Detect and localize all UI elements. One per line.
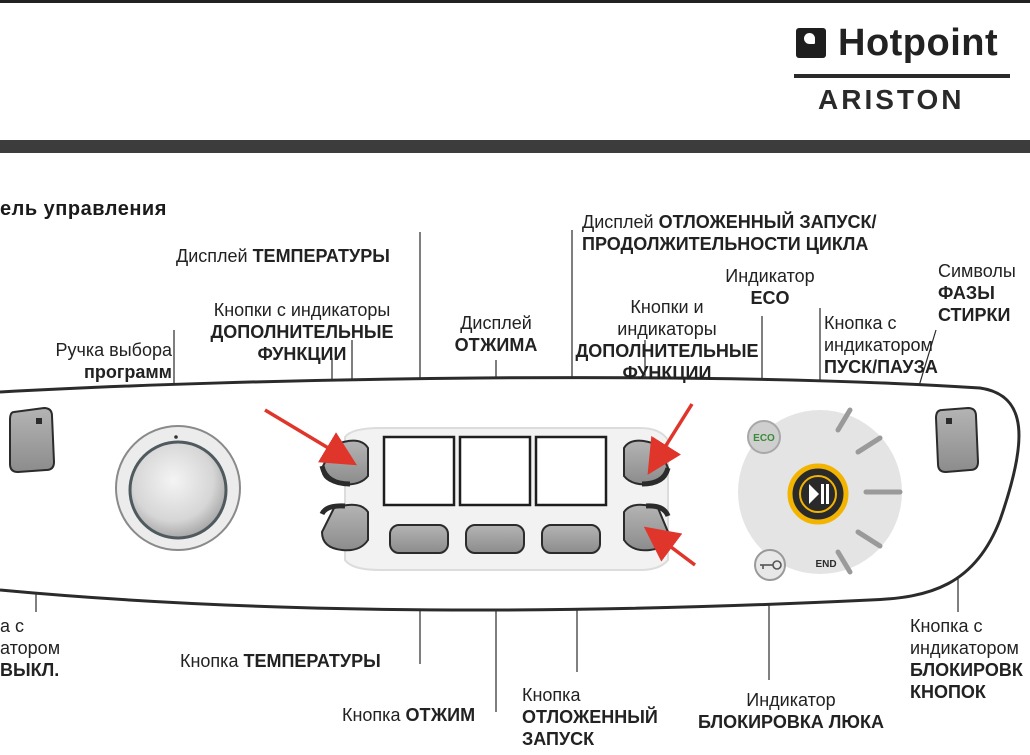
label-start-pause: Кнопка с индикатором ПУСК/ПАУЗА bbox=[824, 313, 938, 377]
temperature-display bbox=[382, 435, 456, 507]
brand-logo: Hotpoint ARISTON bbox=[790, 22, 1015, 117]
option-indicator-left-2 bbox=[319, 503, 346, 516]
temperature-button[interactable] bbox=[389, 524, 449, 554]
option-indicator-left-1 bbox=[319, 465, 351, 487]
brand-divider bbox=[794, 74, 1010, 78]
label-delay-display: Дисплей ОТЛОЖЕННЫЙ ЗАПУСК/ ПРОДОЛЖИТЕЛЬН… bbox=[582, 212, 877, 254]
spin-display bbox=[458, 435, 532, 507]
highlight-arrows bbox=[264, 403, 697, 567]
label-spin-display: Дисплей ОТЖИМА bbox=[454, 313, 538, 355]
label-delay-button: Кнопка ОТЛОЖЕННЫЙ ЗАПУСК bbox=[522, 685, 658, 749]
delay-start-display bbox=[534, 435, 608, 507]
arrow-right-top bbox=[647, 403, 694, 475]
on-off-button[interactable] bbox=[9, 406, 56, 474]
label-on-off: а с атором ВЫКЛ. bbox=[0, 616, 61, 680]
label-eco-indicator: Индикатор ECO bbox=[725, 266, 815, 308]
pause-icon-bar-2 bbox=[826, 484, 829, 504]
hotpoint-logo-icon bbox=[796, 28, 826, 58]
option-button-left-2[interactable] bbox=[320, 503, 369, 552]
end-label: END bbox=[815, 559, 836, 570]
on-off-indicator bbox=[36, 418, 42, 424]
eco-badge-text: ECO bbox=[753, 433, 775, 444]
spin-button[interactable] bbox=[465, 524, 525, 554]
label-temperature-button: Кнопка ТЕМПЕРАТУРЫ bbox=[180, 651, 381, 671]
label-spin-button: Кнопка ОТЖИМ bbox=[342, 705, 476, 725]
start-pause-ring bbox=[799, 475, 837, 513]
play-icon bbox=[809, 484, 819, 504]
option-indicator-right-2 bbox=[645, 503, 671, 518]
label-option-buttons-right: Кнопки и индикаторы ДОПОЛНИТЕЛЬНЫЕ ФУНКЦ… bbox=[575, 297, 759, 383]
top-border bbox=[0, 0, 1030, 3]
eco-indicator bbox=[747, 420, 781, 454]
section-title: ель управления bbox=[0, 198, 167, 220]
label-wash-phases: Символы ФАЗЫ СТИРКИ bbox=[938, 261, 1016, 325]
brand-name-top: Hotpoint bbox=[838, 22, 999, 64]
key-lock-indicator bbox=[946, 418, 952, 424]
program-knob[interactable] bbox=[128, 440, 228, 540]
label-key-lock: Кнопка с индикатором БЛОКИРОВК КНОПОК bbox=[910, 616, 1023, 702]
key-icon bbox=[760, 560, 782, 570]
arrow-right-bottom bbox=[643, 526, 697, 567]
key-lock-button[interactable] bbox=[934, 406, 980, 474]
brand-name-bottom: ARISTON bbox=[818, 84, 965, 115]
header-rule bbox=[0, 140, 1030, 153]
knob-marker bbox=[174, 435, 178, 439]
label-program-knob: Ручка выбора программ bbox=[55, 340, 172, 382]
wash-phase-symbols bbox=[835, 407, 903, 575]
label-door-lock: Индикатор БЛОКИРОВКА ЛЮКА bbox=[698, 690, 884, 732]
delay-start-button[interactable] bbox=[541, 524, 601, 554]
label-temperature-display: Дисплей ТЕМПЕРАТУРЫ bbox=[176, 246, 390, 266]
label-option-buttons-left: Кнопки с индикаторы ДОПОЛНИТЕЛЬНЫЕ ФУНКЦ… bbox=[210, 300, 394, 364]
arrow-left-top bbox=[264, 408, 358, 466]
pause-icon-bar-1 bbox=[821, 484, 824, 504]
